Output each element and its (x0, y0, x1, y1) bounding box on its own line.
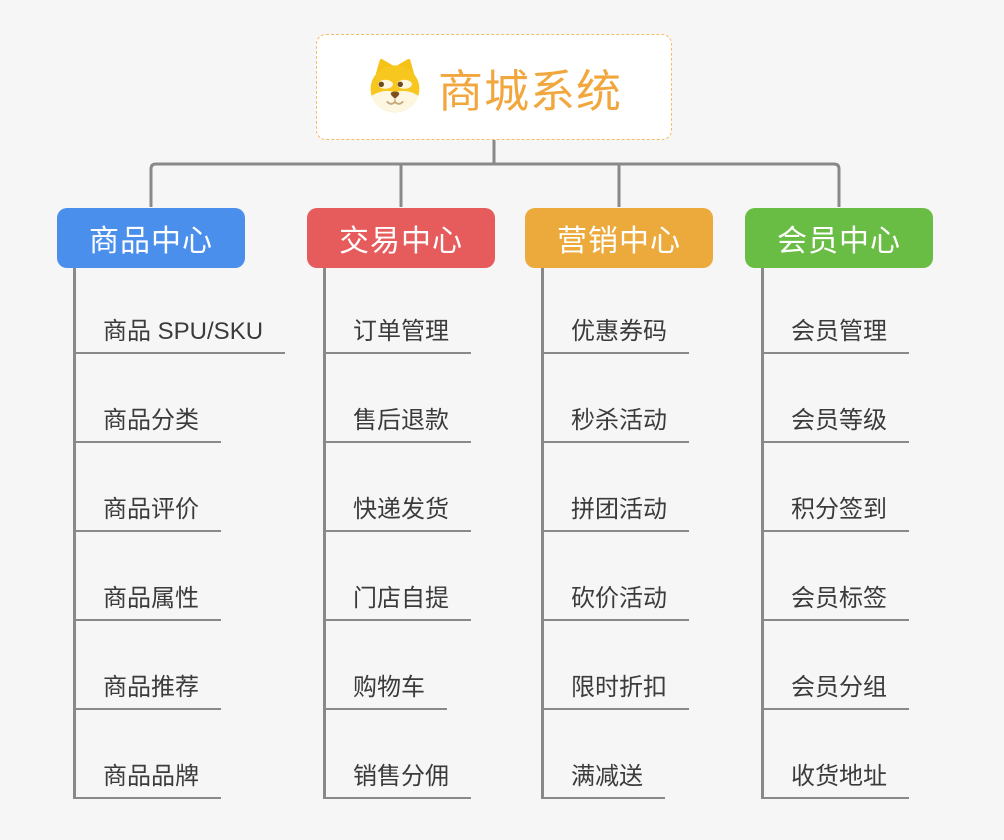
leaf-node[interactable]: 门店自提 (323, 583, 471, 621)
leaf-node[interactable]: 秒杀活动 (541, 405, 689, 443)
leaf-node[interactable]: 优惠券码 (541, 316, 689, 354)
leaf-node[interactable]: 会员标签 (761, 583, 909, 621)
leaf-node[interactable]: 商品 SPU/SKU (73, 316, 286, 354)
branch-node-product-center[interactable]: 商品中心 (57, 208, 245, 268)
leaf-node[interactable]: 售后退款 (323, 405, 471, 443)
branch-node-marketing-center[interactable]: 营销中心 (525, 208, 713, 268)
leaf-node[interactable]: 满减送 (541, 761, 665, 799)
branch-spine-line (761, 268, 764, 799)
leaf-node[interactable]: 快递发货 (323, 494, 471, 532)
branch-rail-line (149, 162, 841, 207)
leaf-node[interactable]: 会员分组 (761, 672, 909, 710)
leaf-node[interactable]: 购物车 (323, 672, 447, 710)
branch-spine-line (541, 268, 544, 799)
leaf-node[interactable]: 会员等级 (761, 405, 909, 443)
leaf-node[interactable]: 订单管理 (323, 316, 471, 354)
branch-label: 营销中心 (557, 225, 681, 258)
leaf-node[interactable]: 商品评价 (73, 494, 221, 532)
leaf-node[interactable]: 收货地址 (761, 761, 909, 799)
branch-label: 交易中心 (339, 225, 463, 258)
branch-node-member-center[interactable]: 会员中心 (745, 208, 933, 268)
branch-label: 会员中心 (777, 225, 901, 258)
branch-spine-line (323, 268, 326, 799)
root-node[interactable]: 商城系统 (316, 34, 672, 140)
leaf-node[interactable]: 拼团活动 (541, 494, 689, 532)
leaf-node[interactable]: 商品属性 (73, 583, 221, 621)
root-title: 商城系统 (437, 65, 622, 117)
leaf-node[interactable]: 商品推荐 (73, 672, 221, 710)
leaf-node[interactable]: 会员管理 (761, 316, 909, 354)
leaf-node[interactable]: 限时折扣 (541, 672, 689, 710)
branch-label: 商品中心 (89, 225, 213, 258)
shiba-dog-icon (370, 59, 420, 113)
branch-spine-line (73, 268, 76, 799)
leaf-node[interactable]: 积分签到 (761, 494, 909, 532)
leaf-node[interactable]: 砍价活动 (541, 583, 689, 621)
leaf-node[interactable]: 商品分类 (73, 405, 221, 443)
leaf-node[interactable]: 商品品牌 (73, 761, 221, 799)
branch-node-trade-center[interactable]: 交易中心 (307, 208, 495, 268)
leaf-node[interactable]: 销售分佣 (323, 761, 471, 799)
